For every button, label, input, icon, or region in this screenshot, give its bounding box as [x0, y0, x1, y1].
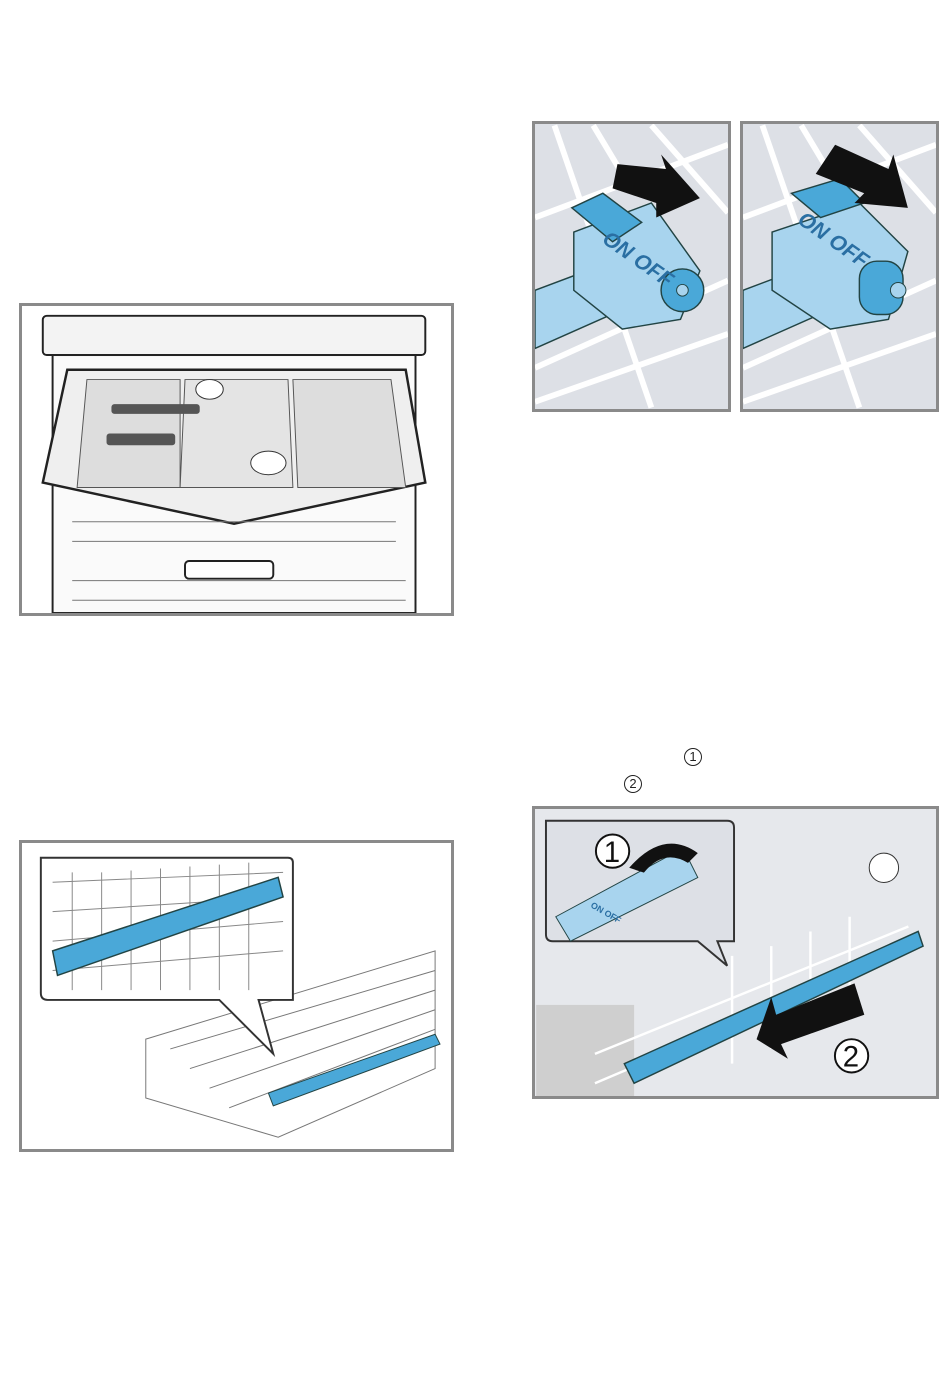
arrow-down-right-icon — [815, 144, 908, 208]
arrow-up-left-icon — [612, 154, 700, 218]
step-marker-1: 1 — [684, 748, 702, 766]
callout-step-2: 2 — [843, 1041, 859, 1074]
arrow-pull-icon — [756, 983, 865, 1059]
figure-remove-spray-rail: 1 ON OFF 2 — [532, 806, 939, 1099]
figure-switch-position-b: ON OFF — [740, 121, 939, 412]
figure-cutlery-drawer — [19, 303, 454, 616]
spray-switch-illustration: ON OFF — [743, 124, 936, 409]
callout-step-1: 1 — [604, 836, 620, 869]
rotate-arrow-icon — [629, 843, 698, 873]
removal-illustration: 1 ON OFF 2 — [536, 819, 924, 1096]
spray-switch-illustration: ON OFF — [535, 124, 728, 409]
figure-switch-position-a: ON OFF — [532, 121, 731, 412]
step-marker-2: 2 — [624, 775, 642, 793]
figure-rack-spray-rail — [19, 840, 454, 1152]
dishwasher-drawer-illustration — [41, 314, 427, 613]
rack-illustration — [39, 856, 441, 1138]
